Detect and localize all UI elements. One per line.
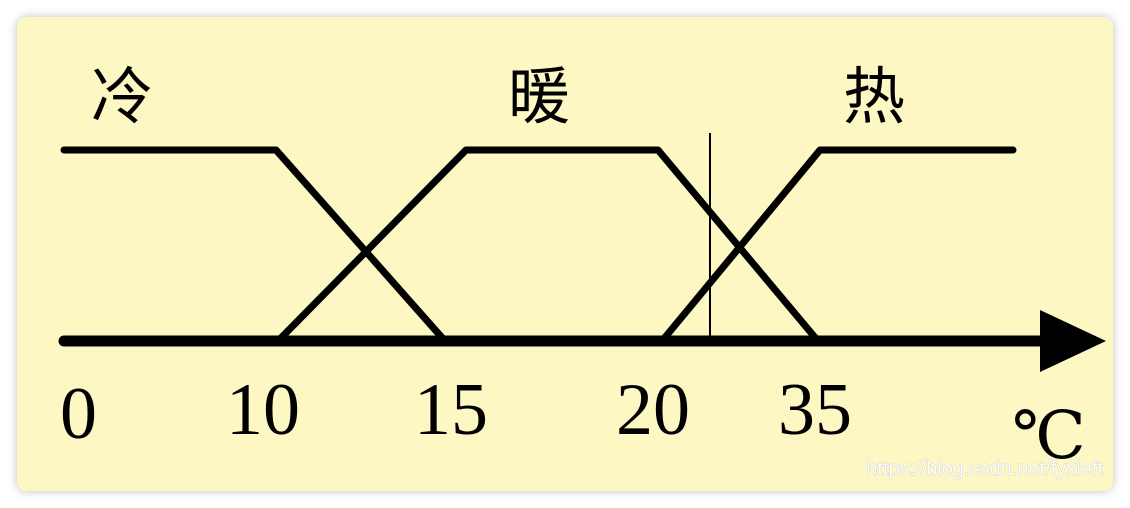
label-warm: 暖 bbox=[508, 60, 570, 133]
tick-label-15: 15 bbox=[414, 369, 488, 451]
unit-label: ℃ bbox=[1012, 397, 1086, 474]
mf-hot-line bbox=[658, 146, 1017, 345]
label-cold: 冷 bbox=[91, 60, 153, 133]
watermark-text: https://blog.csdn.net/fyxleft bbox=[866, 458, 1103, 480]
label-hot: 热 bbox=[843, 60, 905, 133]
mf-cold-line bbox=[60, 146, 449, 345]
diagram-background bbox=[17, 17, 1113, 491]
tick-label-20: 20 bbox=[616, 369, 690, 451]
tick-label-0: 0 bbox=[60, 373, 97, 455]
tick-label-35: 35 bbox=[778, 369, 852, 451]
tick-label-10: 10 bbox=[226, 369, 300, 451]
x-axis-arrow bbox=[1040, 310, 1106, 372]
